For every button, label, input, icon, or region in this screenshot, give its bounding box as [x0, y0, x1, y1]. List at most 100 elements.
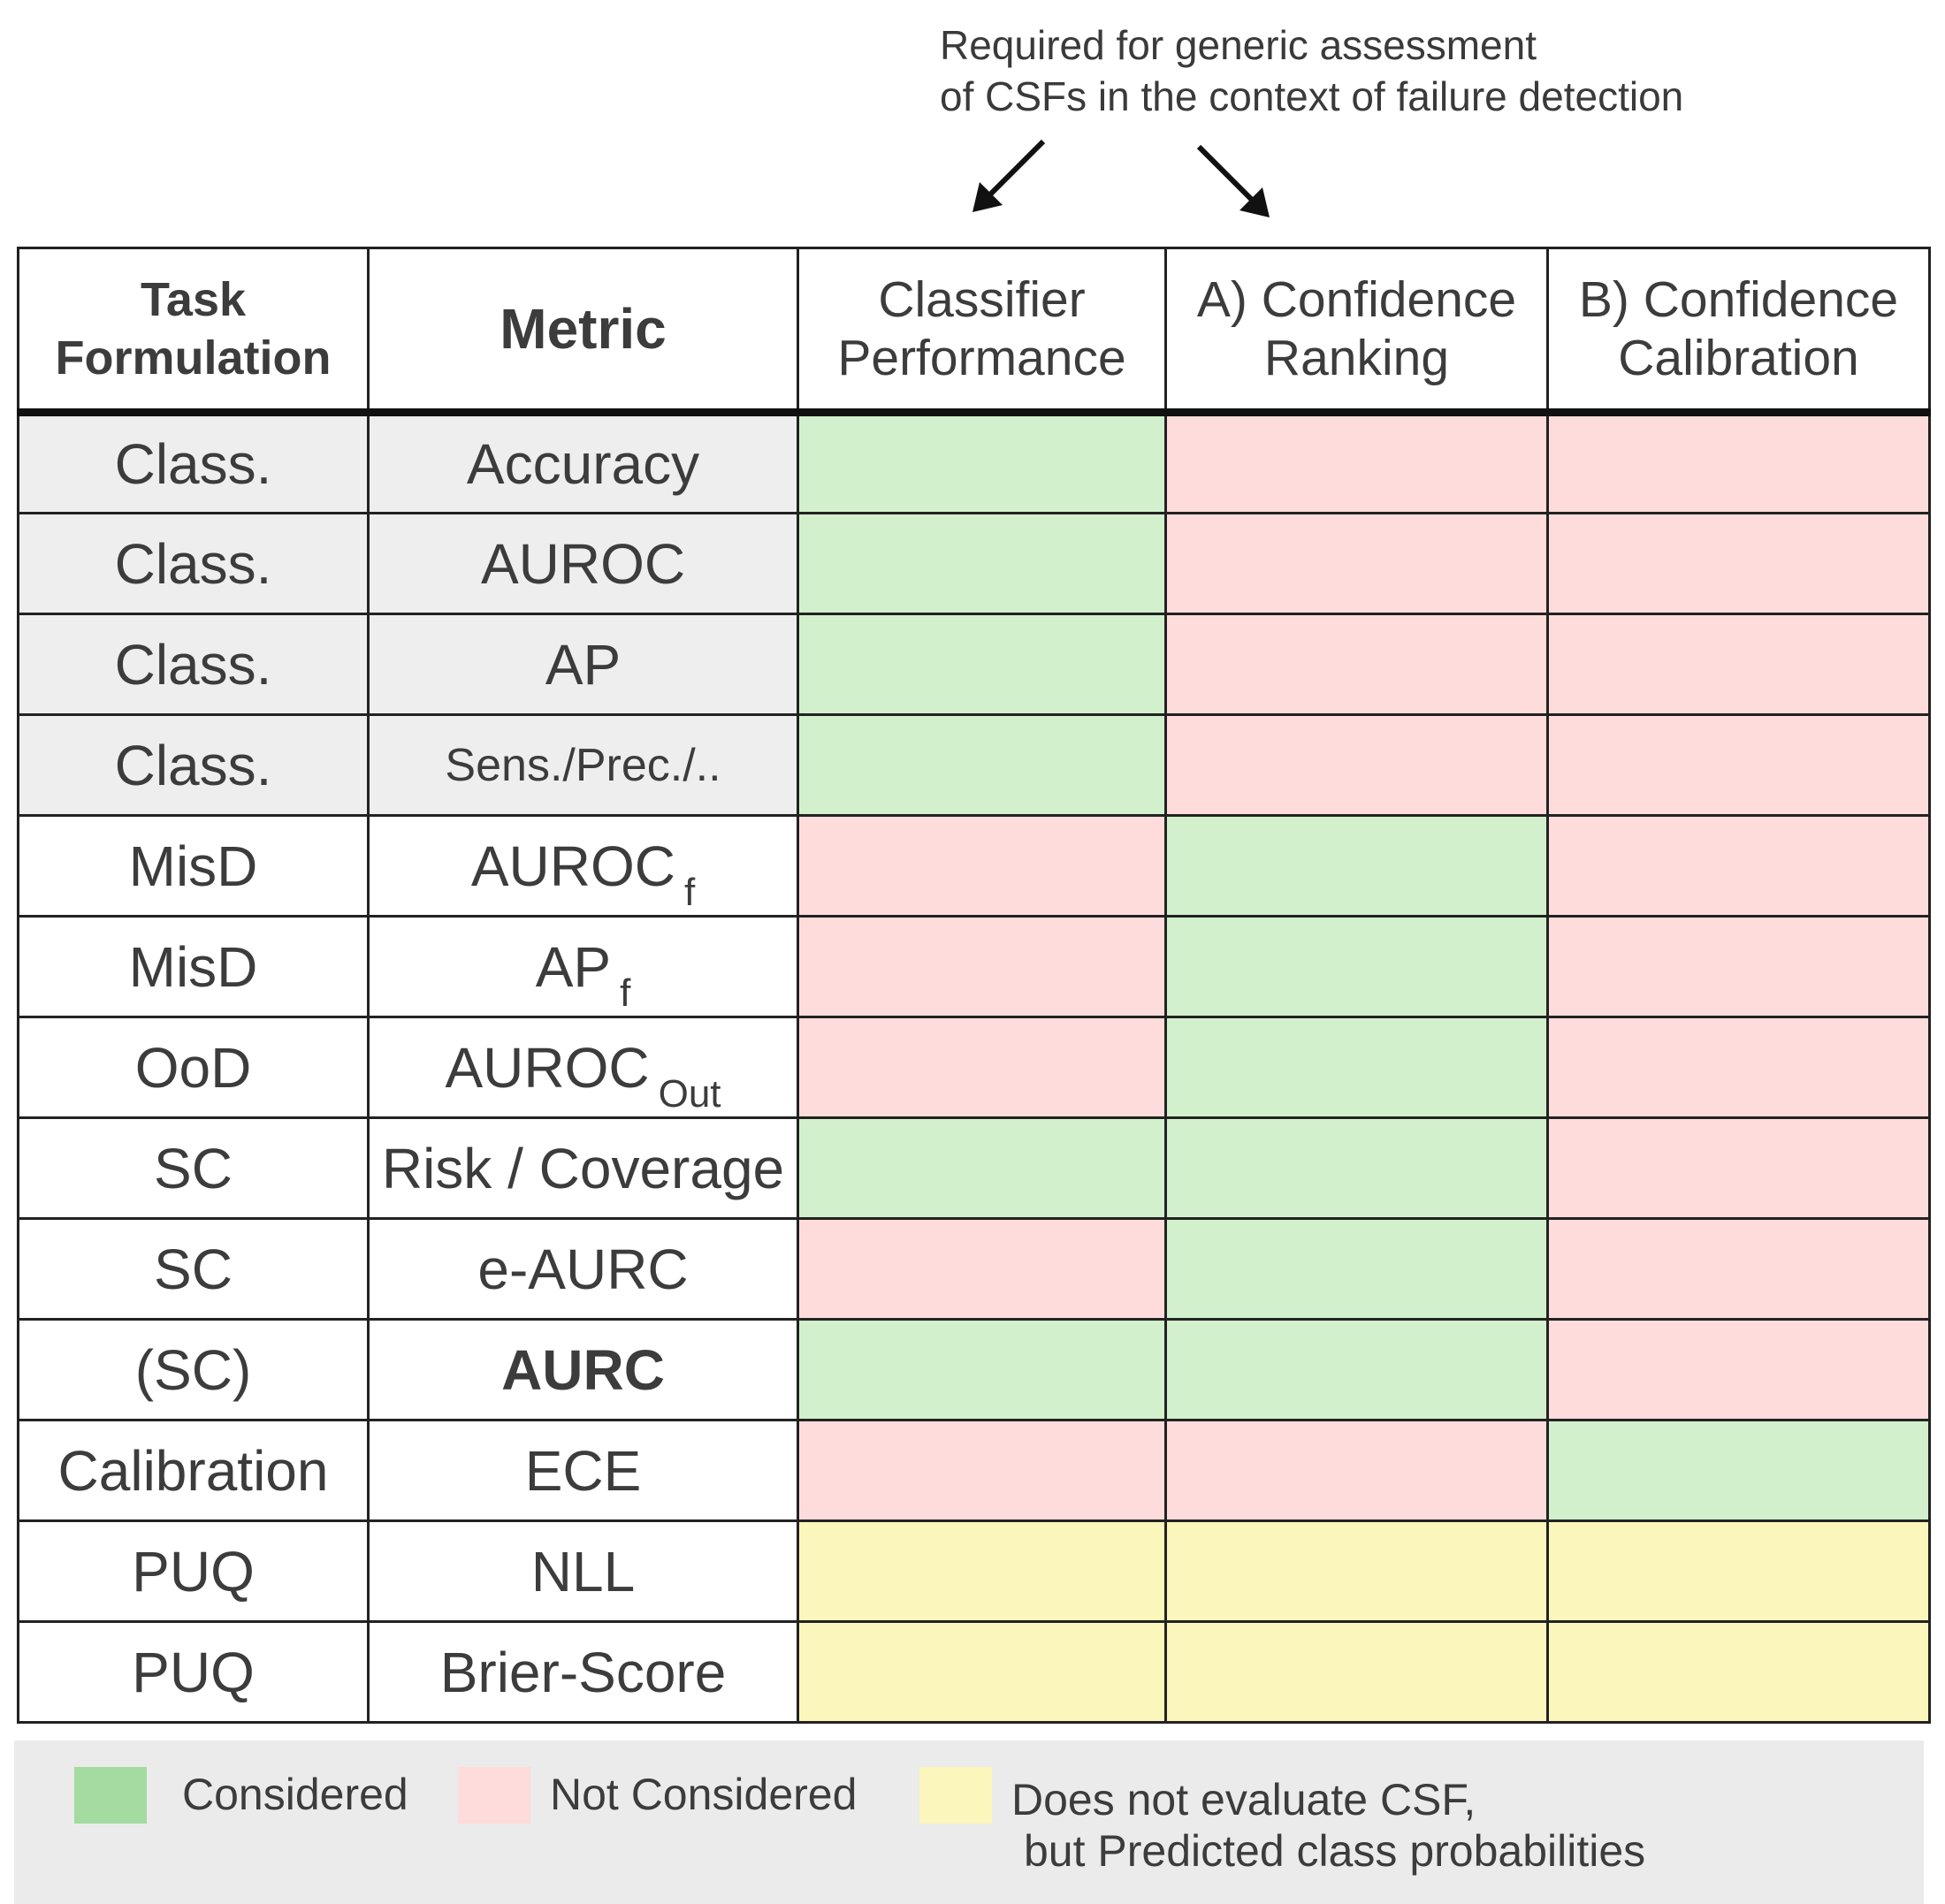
confidence-calibration-cell: [1546, 613, 1931, 716]
metric-cell: AURC: [367, 1318, 799, 1421]
task-cell: Class.: [17, 411, 370, 514]
classifier-performance-cell: [797, 713, 1167, 817]
arrow-left-icon: [972, 139, 1046, 212]
legend: Considered Not Considered Does not evalu…: [14, 1740, 1924, 1904]
classifier-performance-cell: [797, 814, 1167, 918]
metric-cell: AUROC: [367, 512, 799, 615]
table-row: Class. Sens./Prec./..: [17, 713, 1931, 817]
confidence-ranking-cell: [1164, 1519, 1549, 1623]
metric-cell: Accuracy: [367, 411, 799, 514]
header-row: Task Formulation Metric Classifier Perfo…: [17, 247, 1931, 416]
task-cell: Class.: [17, 512, 370, 615]
confidence-calibration-cell: [1546, 411, 1931, 514]
metric-name: Accuracy: [466, 432, 700, 496]
confidence-calibration-cell: [1546, 1016, 1931, 1119]
annotation-line-2: of CSFs in the context of failure detect…: [940, 73, 1684, 119]
confidence-calibration-cell: [1546, 713, 1931, 817]
classifier-performance-cell: [797, 1620, 1167, 1724]
header-task-line2: Formulation: [55, 331, 332, 385]
task-cell: MisD: [17, 915, 370, 1018]
metric-name: AURC: [501, 1337, 665, 1402]
header-classifier-performance: Classifier Performance: [797, 247, 1167, 416]
metric-cell: NLL: [367, 1519, 799, 1623]
metric-name: e-AURC: [477, 1237, 689, 1301]
legend-swatch-considered: [74, 1767, 147, 1824]
confidence-ranking-cell: [1164, 1419, 1549, 1522]
confidence-calibration-cell: [1546, 814, 1931, 918]
metric-cell: ECE: [367, 1419, 799, 1522]
header-rank-line2: Ranking: [1263, 330, 1450, 386]
table-row: Class. Accuracy: [17, 411, 1931, 514]
header-confidence-calibration: B) Confidence Calibration: [1546, 247, 1931, 416]
confidence-calibration-cell: [1546, 1318, 1931, 1421]
confidence-ranking-cell: [1164, 1016, 1549, 1119]
table-row: SC e-AURC: [17, 1217, 1931, 1321]
metric-name: Sens./Prec./..: [445, 739, 721, 791]
task-cell: Class.: [17, 713, 370, 817]
metric-name: NLL: [530, 1539, 636, 1603]
legend-label-considered: Considered: [182, 1770, 408, 1819]
table-row: Class. AP: [17, 613, 1931, 716]
task-cell: Class.: [17, 613, 370, 716]
task-cell: (SC): [17, 1318, 370, 1421]
metric-name: AUROC: [480, 531, 686, 596]
classifier-performance-cell: [797, 915, 1167, 1018]
header-perf-line1: Classifier: [878, 271, 1086, 328]
confidence-ranking-cell: [1164, 915, 1549, 1018]
header-task-line1: Task: [140, 273, 247, 326]
legend-swatch-not-considered: [458, 1767, 530, 1824]
confidence-ranking-cell: [1164, 814, 1549, 918]
legend-label-not-considered: Not Considered: [550, 1770, 858, 1819]
metric-name: Risk / Coverage: [381, 1136, 785, 1200]
classifier-performance-cell: [797, 1217, 1167, 1321]
confidence-ranking-cell: [1164, 1318, 1549, 1421]
legend-swatch-does-not-evaluate: [919, 1767, 992, 1824]
metric-cell: Risk / Coverage: [367, 1116, 799, 1220]
metric-name: ECE: [524, 1438, 642, 1503]
metric-name: Brier-Score: [439, 1640, 727, 1704]
confidence-calibration-cell: [1546, 1217, 1931, 1321]
table-row: Class. AUROC: [17, 512, 1931, 615]
classifier-performance-cell: [797, 1519, 1167, 1623]
metric-cell: Sens./Prec./..: [367, 713, 799, 817]
task-cell: SC: [17, 1116, 370, 1220]
header-task-formulation: Task Formulation: [17, 247, 370, 416]
classifier-performance-cell: [797, 613, 1167, 716]
header-rank-line1: A) Confidence: [1196, 271, 1517, 328]
task-cell: PUQ: [17, 1620, 370, 1724]
confidence-calibration-cell: [1546, 1116, 1931, 1220]
table-row: (SC) AURC: [17, 1318, 1931, 1421]
metric-cell: e-AURC: [367, 1217, 799, 1321]
header-confidence-ranking: A) Confidence Ranking: [1164, 247, 1549, 416]
annotation-line-1: Required for generic assessment: [940, 22, 1537, 68]
annotation-arrows: [972, 139, 1270, 217]
classifier-performance-cell: [797, 1016, 1167, 1119]
confidence-calibration-cell: [1546, 915, 1931, 1018]
metric-name: AUROC: [445, 1035, 650, 1100]
classifier-performance-cell: [797, 1419, 1167, 1522]
header-calib-line1: B) Confidence: [1578, 271, 1899, 328]
arrow-right-icon: [1196, 144, 1270, 217]
confidence-ranking-cell: [1164, 1116, 1549, 1220]
confidence-ranking-cell: [1164, 1620, 1549, 1724]
classifier-performance-cell: [797, 512, 1167, 615]
task-cell: MisD: [17, 814, 370, 918]
legend-label-does-not-evaluate-line1: Does not evaluate CSF,: [1011, 1775, 1476, 1824]
metric-cell: AP: [367, 613, 799, 716]
task-cell: SC: [17, 1217, 370, 1321]
classifier-performance-cell: [797, 411, 1167, 514]
metric-name: AP: [545, 632, 622, 697]
classifier-performance-cell: [797, 1318, 1167, 1421]
confidence-ranking-cell: [1164, 613, 1549, 716]
annotation: Required for generic assessment of CSFs …: [940, 19, 1683, 122]
metric-subscript: f: [683, 870, 696, 914]
classifier-performance-cell: [797, 1116, 1167, 1220]
